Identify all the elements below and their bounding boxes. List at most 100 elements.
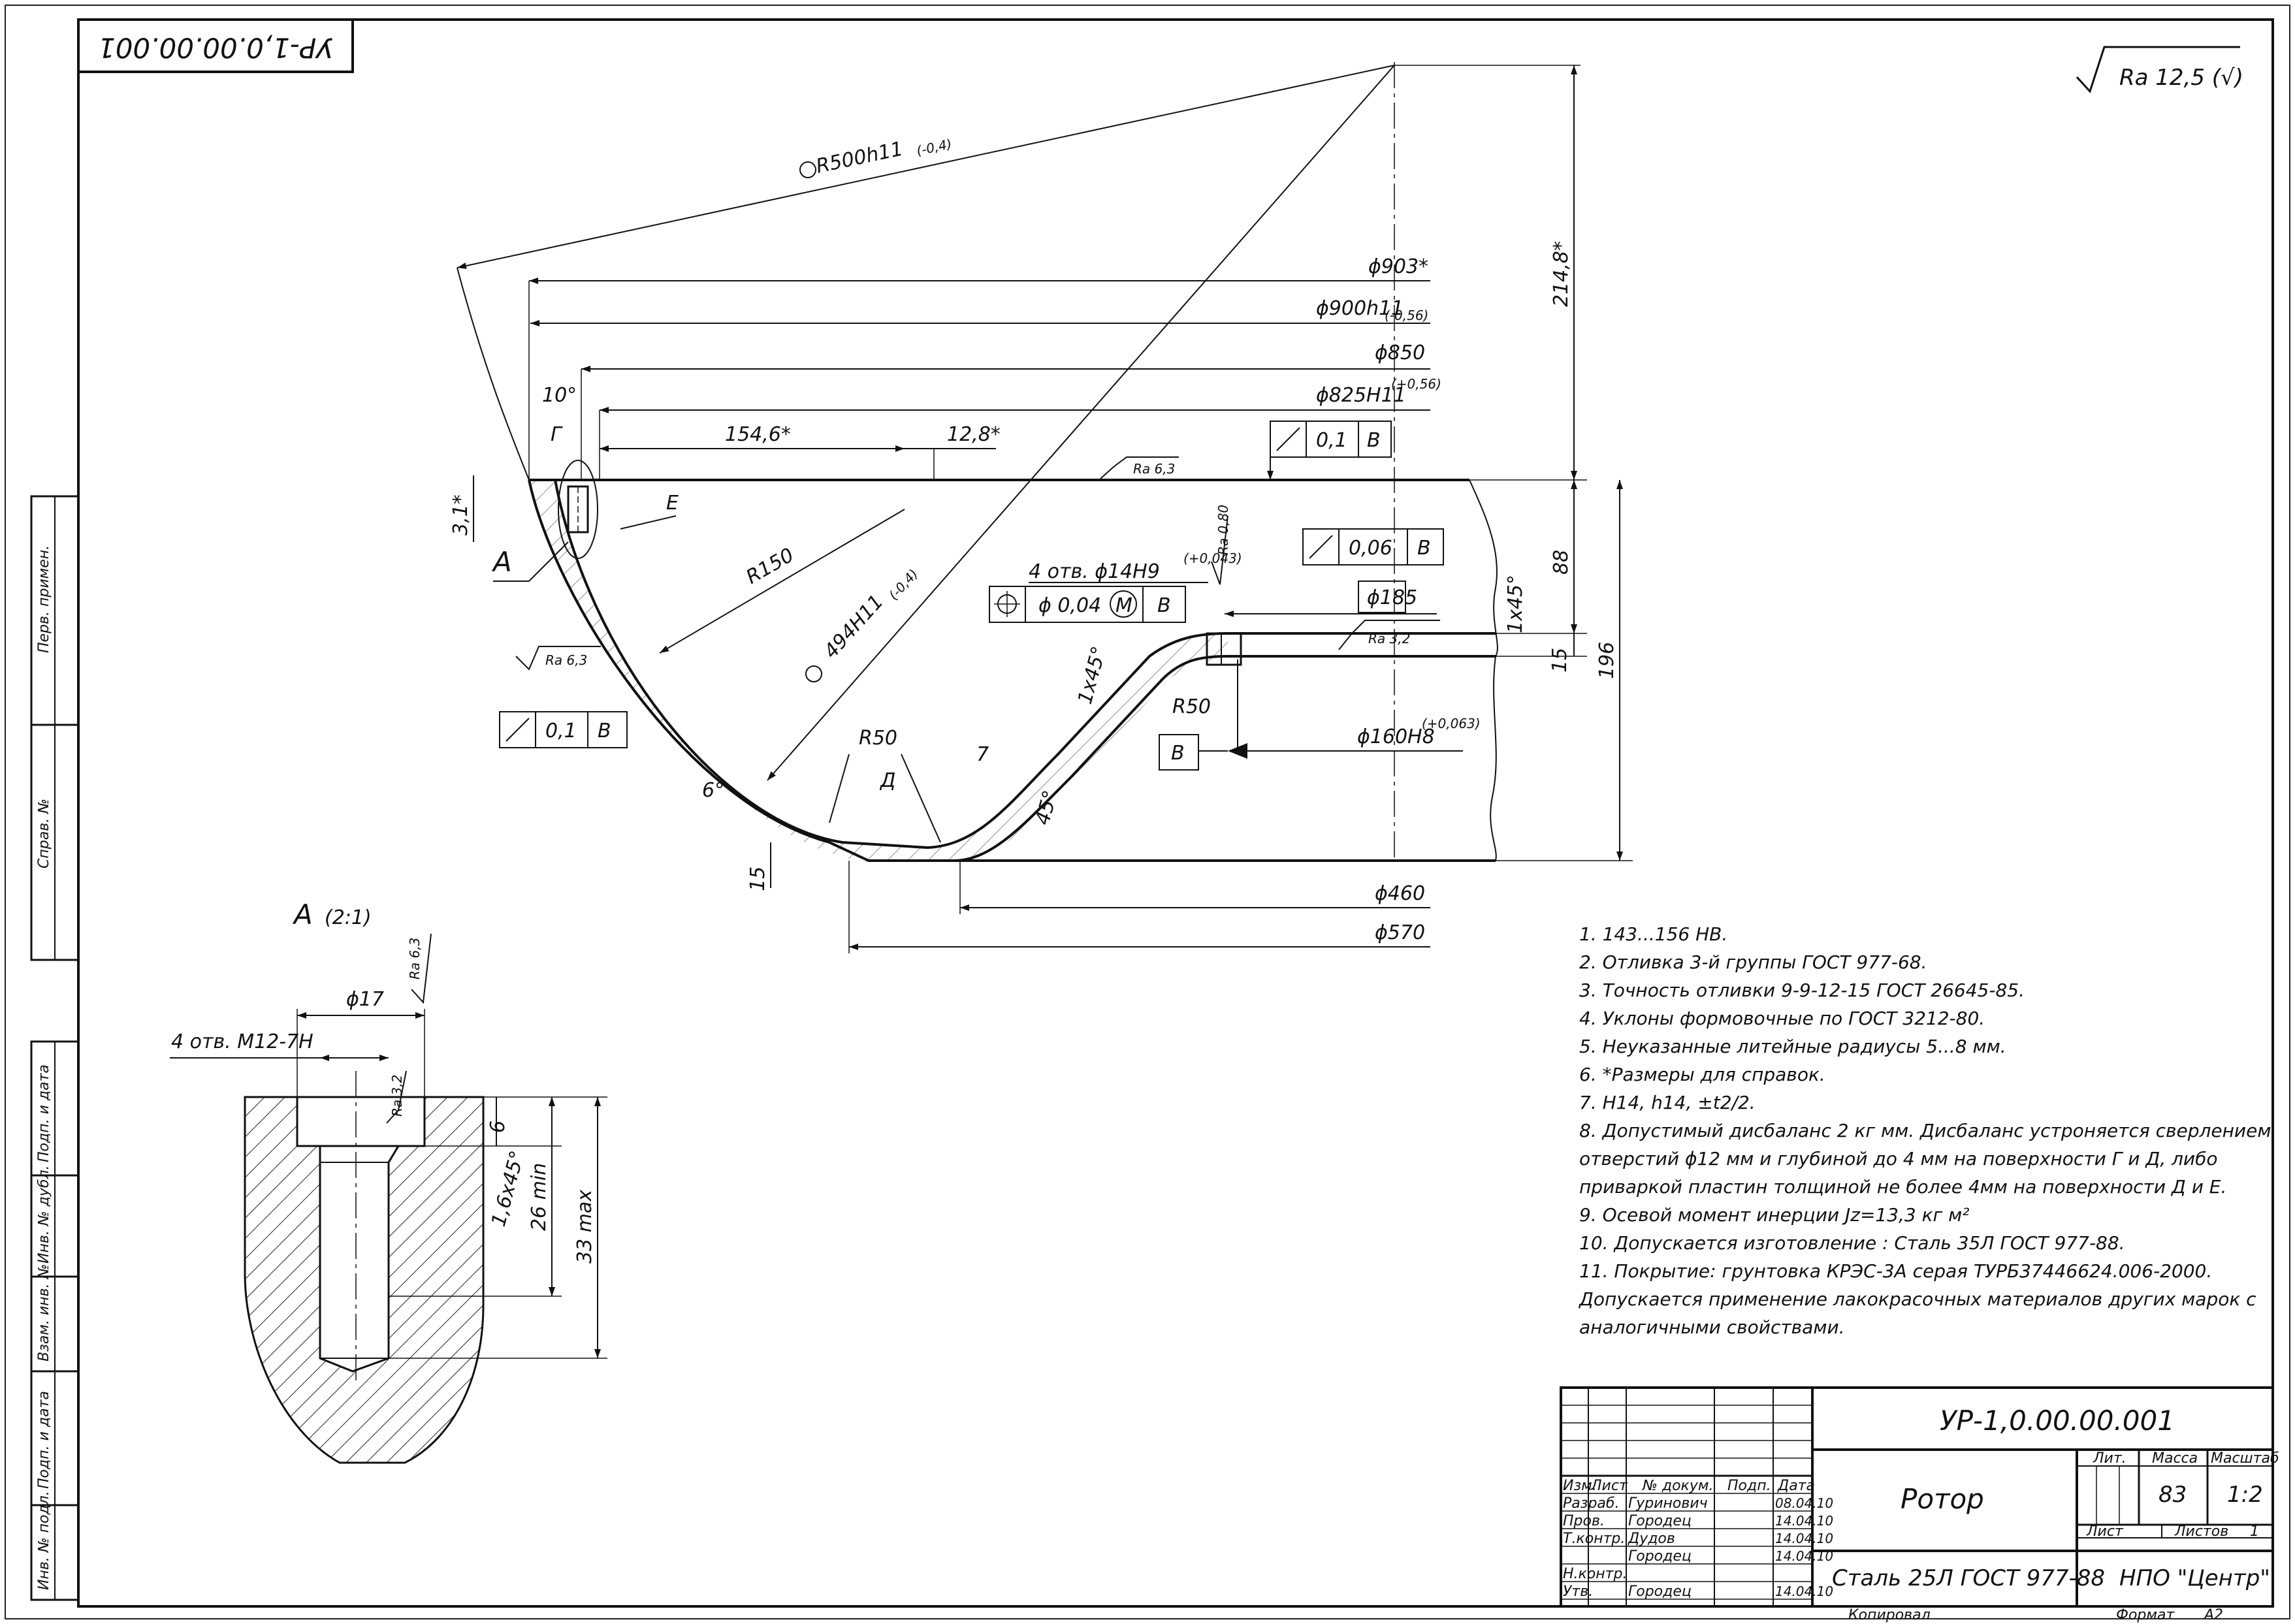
dim-d900-tol: (-0,56) xyxy=(1385,308,1428,323)
tol-f2-value: 0,06 xyxy=(1349,537,1392,560)
tolerance-frame-2: 0,06 B xyxy=(1302,528,1444,565)
tb-hdr-list: Лист xyxy=(1590,1478,1628,1494)
detail-title: A xyxy=(292,899,313,931)
dim-d2148: 214,8* xyxy=(1550,241,1573,307)
tb-scale: 1:2 xyxy=(2227,1482,2263,1508)
note-11-cont2: аналогичными свойствами. xyxy=(1579,1316,1845,1338)
tb-material: Сталь 25Л ГОСТ 977-88 xyxy=(1832,1565,2105,1591)
dim-d88: 88 xyxy=(1550,550,1573,575)
side-stamp-1: Перв. примен. xyxy=(36,545,52,653)
dim-d185: ϕ185 xyxy=(1367,586,1417,609)
top-stamp: УР-1,0.00.00.001 xyxy=(77,18,354,73)
side-stamp-column: Перв. примен. Справ. № Подп. и дата Инв.… xyxy=(30,495,80,1601)
note-11: 11. Покрытие: грунтовка КРЭС-3А серая ТУ… xyxy=(1579,1260,2212,1282)
dim-angle10: 10° xyxy=(542,384,577,407)
tb-date-6: 14.04.10 xyxy=(1775,1584,1833,1599)
dim-d494: 494H11 xyxy=(820,590,888,663)
tb-sheet: Лист xyxy=(2086,1523,2124,1540)
side-stamp-3: Подп. и дата xyxy=(36,1064,52,1162)
dim-d196: 196 xyxy=(1596,642,1618,679)
dim-holes: 4 отв. ϕ14H9 xyxy=(1029,560,1160,583)
note-8-cont1: отверстий ϕ12 мм и глубиной до 4 мм на п… xyxy=(1579,1148,2218,1170)
tb-org: НПО "Центр" xyxy=(2119,1565,2270,1591)
tb-date-2: 14.04.10 xyxy=(1775,1513,1833,1529)
tb-format-label: Формат xyxy=(2116,1607,2175,1623)
dim-r150: R150 xyxy=(743,544,798,589)
detail-a: A (2:1) ϕ17 Ra 6,3 4 отв. M12-7H Ra 3,2 … xyxy=(170,899,607,1464)
tolerance-frame-4: ϕ 0,04 M B xyxy=(989,586,1186,623)
note-3: 3. Точность отливки 9-9-12-15 ГОСТ 26645… xyxy=(1579,979,2025,1001)
rotor-section xyxy=(528,62,1498,862)
note-10: 10. Допускается изготовление : Сталь 35Л… xyxy=(1579,1232,2125,1254)
tb-date-1: 08.04.10 xyxy=(1775,1495,1833,1511)
dim-d15-bottom: 15 xyxy=(746,867,769,891)
note-5: 5. Неуказанные литейные радиусы 5...8 мм… xyxy=(1579,1036,2006,1057)
label-e: E xyxy=(666,492,679,515)
title-block: Изм. Лист № докум. Подп. Дата Разраб. Гу… xyxy=(1560,1386,2279,1623)
tol-f1-datum: B xyxy=(1367,429,1381,452)
dim-ra63-top: Ra 6,3 xyxy=(1133,461,1175,477)
detail-ra32: Ra 3,2 xyxy=(389,1075,405,1117)
tb-format-value: A2 xyxy=(2203,1607,2223,1623)
note-8-cont2: приваркой пластин толщиной не более 4мм … xyxy=(1579,1176,2226,1198)
tol-f3-value: 0,1 xyxy=(545,720,577,742)
dim-d825: ϕ825H11 xyxy=(1316,384,1406,407)
detail-d33: 33 max xyxy=(573,1190,596,1264)
dim-chamfer1: 1x45° xyxy=(1074,644,1111,707)
tol-f3-datum: B xyxy=(598,720,611,742)
tb-col-mass: Масса xyxy=(2152,1450,2198,1467)
tb-name-3: Дудов xyxy=(1628,1531,1675,1547)
note-8: 8. Допустимый дисбаланс 2 кг мм. Дисбала… xyxy=(1579,1120,2271,1141)
tol-f1-value: 0,1 xyxy=(1316,429,1347,452)
dim-d154: 154,6* xyxy=(725,423,791,446)
side-stamp-7: Инв. № подл. xyxy=(36,1491,52,1590)
label-d: Д xyxy=(879,769,895,792)
tb-hdr-doc: № докум. xyxy=(1642,1478,1713,1494)
label-a: A xyxy=(491,546,512,578)
tb-mass: 83 xyxy=(2159,1482,2187,1508)
dim-ra32: Ra 3,2 xyxy=(1368,631,1410,646)
side-stamp-6: Подп. и дата xyxy=(36,1391,52,1489)
side-stamp-2: Справ. № xyxy=(36,799,52,868)
detail-chamfer: 1,6x45° xyxy=(487,1148,530,1229)
tb-hdr-izm: Изм. xyxy=(1563,1478,1597,1494)
tb-name: Ротор xyxy=(1901,1483,1984,1515)
label-g: Г xyxy=(551,423,563,446)
dim-d900: ϕ900h11 xyxy=(1316,297,1404,320)
tolerance-frame-3: 0,1 B xyxy=(499,711,628,748)
tb-name-4: Городец xyxy=(1628,1548,1692,1565)
note-7: 7. H14, h14, ±t2/2. xyxy=(1579,1092,1756,1113)
side-stamp-4: Инв. № дубл. xyxy=(36,1165,52,1264)
tb-hdr-date: Дата xyxy=(1777,1478,1815,1494)
note-11-cont1: Допускается применение лакокрасочных мат… xyxy=(1578,1288,2256,1310)
dim-ra080: Ra 0,80 xyxy=(1215,505,1231,555)
tb-name-6: Городец xyxy=(1628,1584,1692,1600)
top-stamp-text: УР-1,0.00.00.001 xyxy=(98,32,333,64)
tb-date-3: 14.04.10 xyxy=(1775,1531,1833,1546)
tol-f2-datum: B xyxy=(1417,537,1431,560)
dim-seven: 7 xyxy=(976,743,989,766)
tb-sheets-value: 1 xyxy=(2250,1523,2259,1540)
dim-d825-tol: (+0,56) xyxy=(1391,376,1441,392)
note-9: 9. Осевой момент инерции Jz=13,3 кг м² xyxy=(1579,1204,1970,1226)
dim-d494-tol: (-0,4) xyxy=(886,566,921,603)
dim-r500: R500h11 xyxy=(814,137,905,178)
tb-name-1: Гуринович xyxy=(1628,1495,1708,1512)
dim-d460: ϕ460 xyxy=(1375,882,1425,905)
detail-d17: ϕ17 xyxy=(346,988,384,1011)
tb-role-5: Н.контр. xyxy=(1563,1566,1627,1582)
dim-r50-right: R50 xyxy=(1172,695,1211,718)
tb-copied: Копировал xyxy=(1848,1607,1931,1623)
dim-d570: ϕ570 xyxy=(1375,921,1425,944)
rotor-wall-hatch xyxy=(529,480,1228,862)
datum-b: B xyxy=(1171,742,1185,765)
diameter-dimensions: ϕ903* ϕ900h11 (-0,56) ϕ850 ϕ825H11 (+0,5… xyxy=(449,65,1633,953)
tolerance-frame-1: 0,1 B xyxy=(1267,421,1392,480)
note-4: 4. Уклоны формовочные по ГОСТ 3212-80. xyxy=(1579,1008,1985,1029)
tb-name-2: Городец xyxy=(1628,1513,1692,1529)
detail-holes: 4 отв. M12-7H xyxy=(171,1030,313,1053)
tol-f4-modifier: M xyxy=(1115,594,1132,617)
dim-d160: ϕ160H8 xyxy=(1357,725,1435,748)
tb-role-1: Разраб. xyxy=(1563,1495,1619,1512)
dim-r50-left: R50 xyxy=(859,727,897,750)
